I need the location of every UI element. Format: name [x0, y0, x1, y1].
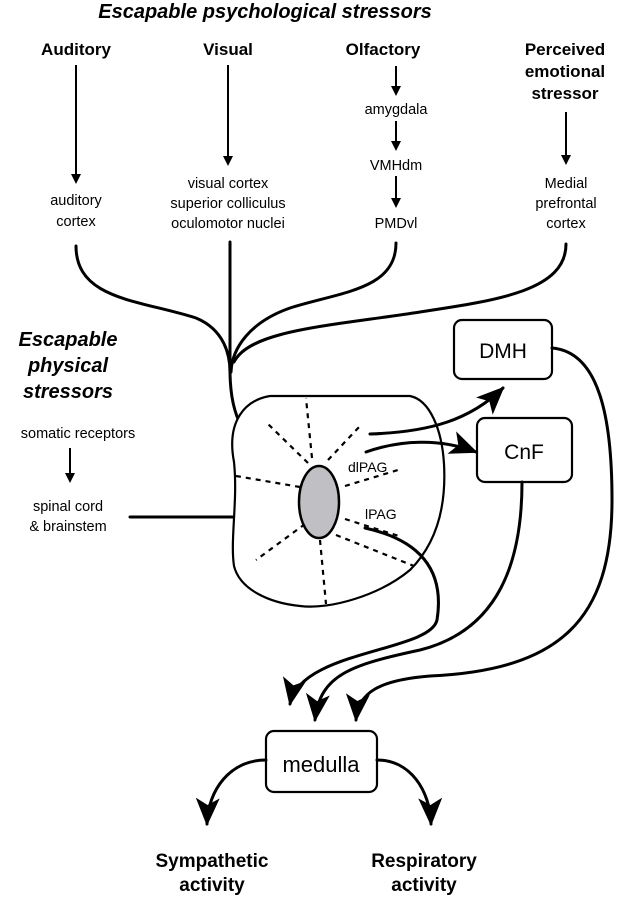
mpfc-line2: prefrontal — [535, 196, 596, 212]
pag-radial-line — [318, 539, 328, 605]
pag-radial-line — [255, 523, 306, 561]
superior-colliculus-label: superior colliculus — [170, 196, 285, 212]
lpag-label: lPAG — [365, 506, 397, 522]
pag-radial-line — [304, 397, 314, 459]
auditory-to-pag-path — [74, 244, 232, 374]
aqueduct — [297, 464, 341, 540]
physical-title-line3: stressors — [23, 381, 113, 403]
spinal-cord-line1: spinal cord — [33, 499, 103, 515]
dmh-to-medulla-arrow — [345, 346, 614, 722]
mpfc-line1: Medial — [545, 176, 588, 192]
pmdvl-to-pag-path — [229, 241, 398, 374]
somatic-receptors-label: somatic receptors — [21, 426, 135, 442]
pag-to-dmh-arrow — [368, 386, 505, 436]
auditory-cortex-line1: auditory — [50, 193, 102, 209]
pag-radial-line — [235, 474, 301, 489]
sympathetic-line1: Sympathetic — [156, 851, 269, 872]
olfactory-heading: Olfactory — [346, 40, 421, 59]
sympathetic-line2: activity — [179, 875, 245, 896]
mpfc-line3: cortex — [546, 216, 586, 232]
visual-heading: Visual — [203, 40, 253, 59]
pag-radial-line — [327, 425, 361, 461]
cnf-label: CnF — [504, 441, 544, 464]
amygdala-label: amygdala — [365, 102, 429, 118]
perceived-heading-line1: Perceived — [525, 40, 605, 59]
spinal-cord-line2: & brainstem — [29, 519, 106, 535]
mpfc-to-pag-path — [232, 242, 568, 364]
vmhdm-label: VMHdm — [370, 158, 422, 174]
pag-section: dlPAG lPAG — [231, 394, 446, 608]
physical-title-line1: Escapable — [19, 329, 118, 351]
pag-radial-line — [335, 533, 415, 568]
physical-title-line2: physical — [27, 355, 108, 377]
dmh-label: DMH — [479, 340, 527, 363]
dlpag-label: dlPAG — [348, 459, 387, 475]
auditory-cortex-line2: cortex — [56, 214, 96, 230]
diagram-title: Escapable psychological stressors — [98, 1, 432, 23]
perceived-heading-line2: emotional — [525, 62, 605, 81]
pmdvl-label: PMDvl — [375, 216, 418, 232]
oculomotor-nuclei-label: oculomotor nuclei — [171, 216, 285, 232]
medulla-to-respiratory-arrow — [375, 758, 443, 826]
pag-to-cnf-arrow — [364, 431, 478, 454]
medulla-to-sympathetic-arrow — [195, 758, 268, 826]
respiratory-line2: activity — [391, 875, 457, 896]
cnf-box — [475, 416, 574, 484]
cnf-to-medulla-arrow — [305, 480, 524, 722]
medulla-label: medulla — [282, 752, 360, 777]
respiratory-line1: Respiratory — [371, 851, 477, 872]
visual-cortex-label: visual cortex — [188, 176, 269, 192]
perceived-heading-line3: stressor — [531, 84, 598, 103]
lpag-to-medulla-arrow — [282, 526, 440, 706]
auditory-heading: Auditory — [41, 40, 111, 59]
